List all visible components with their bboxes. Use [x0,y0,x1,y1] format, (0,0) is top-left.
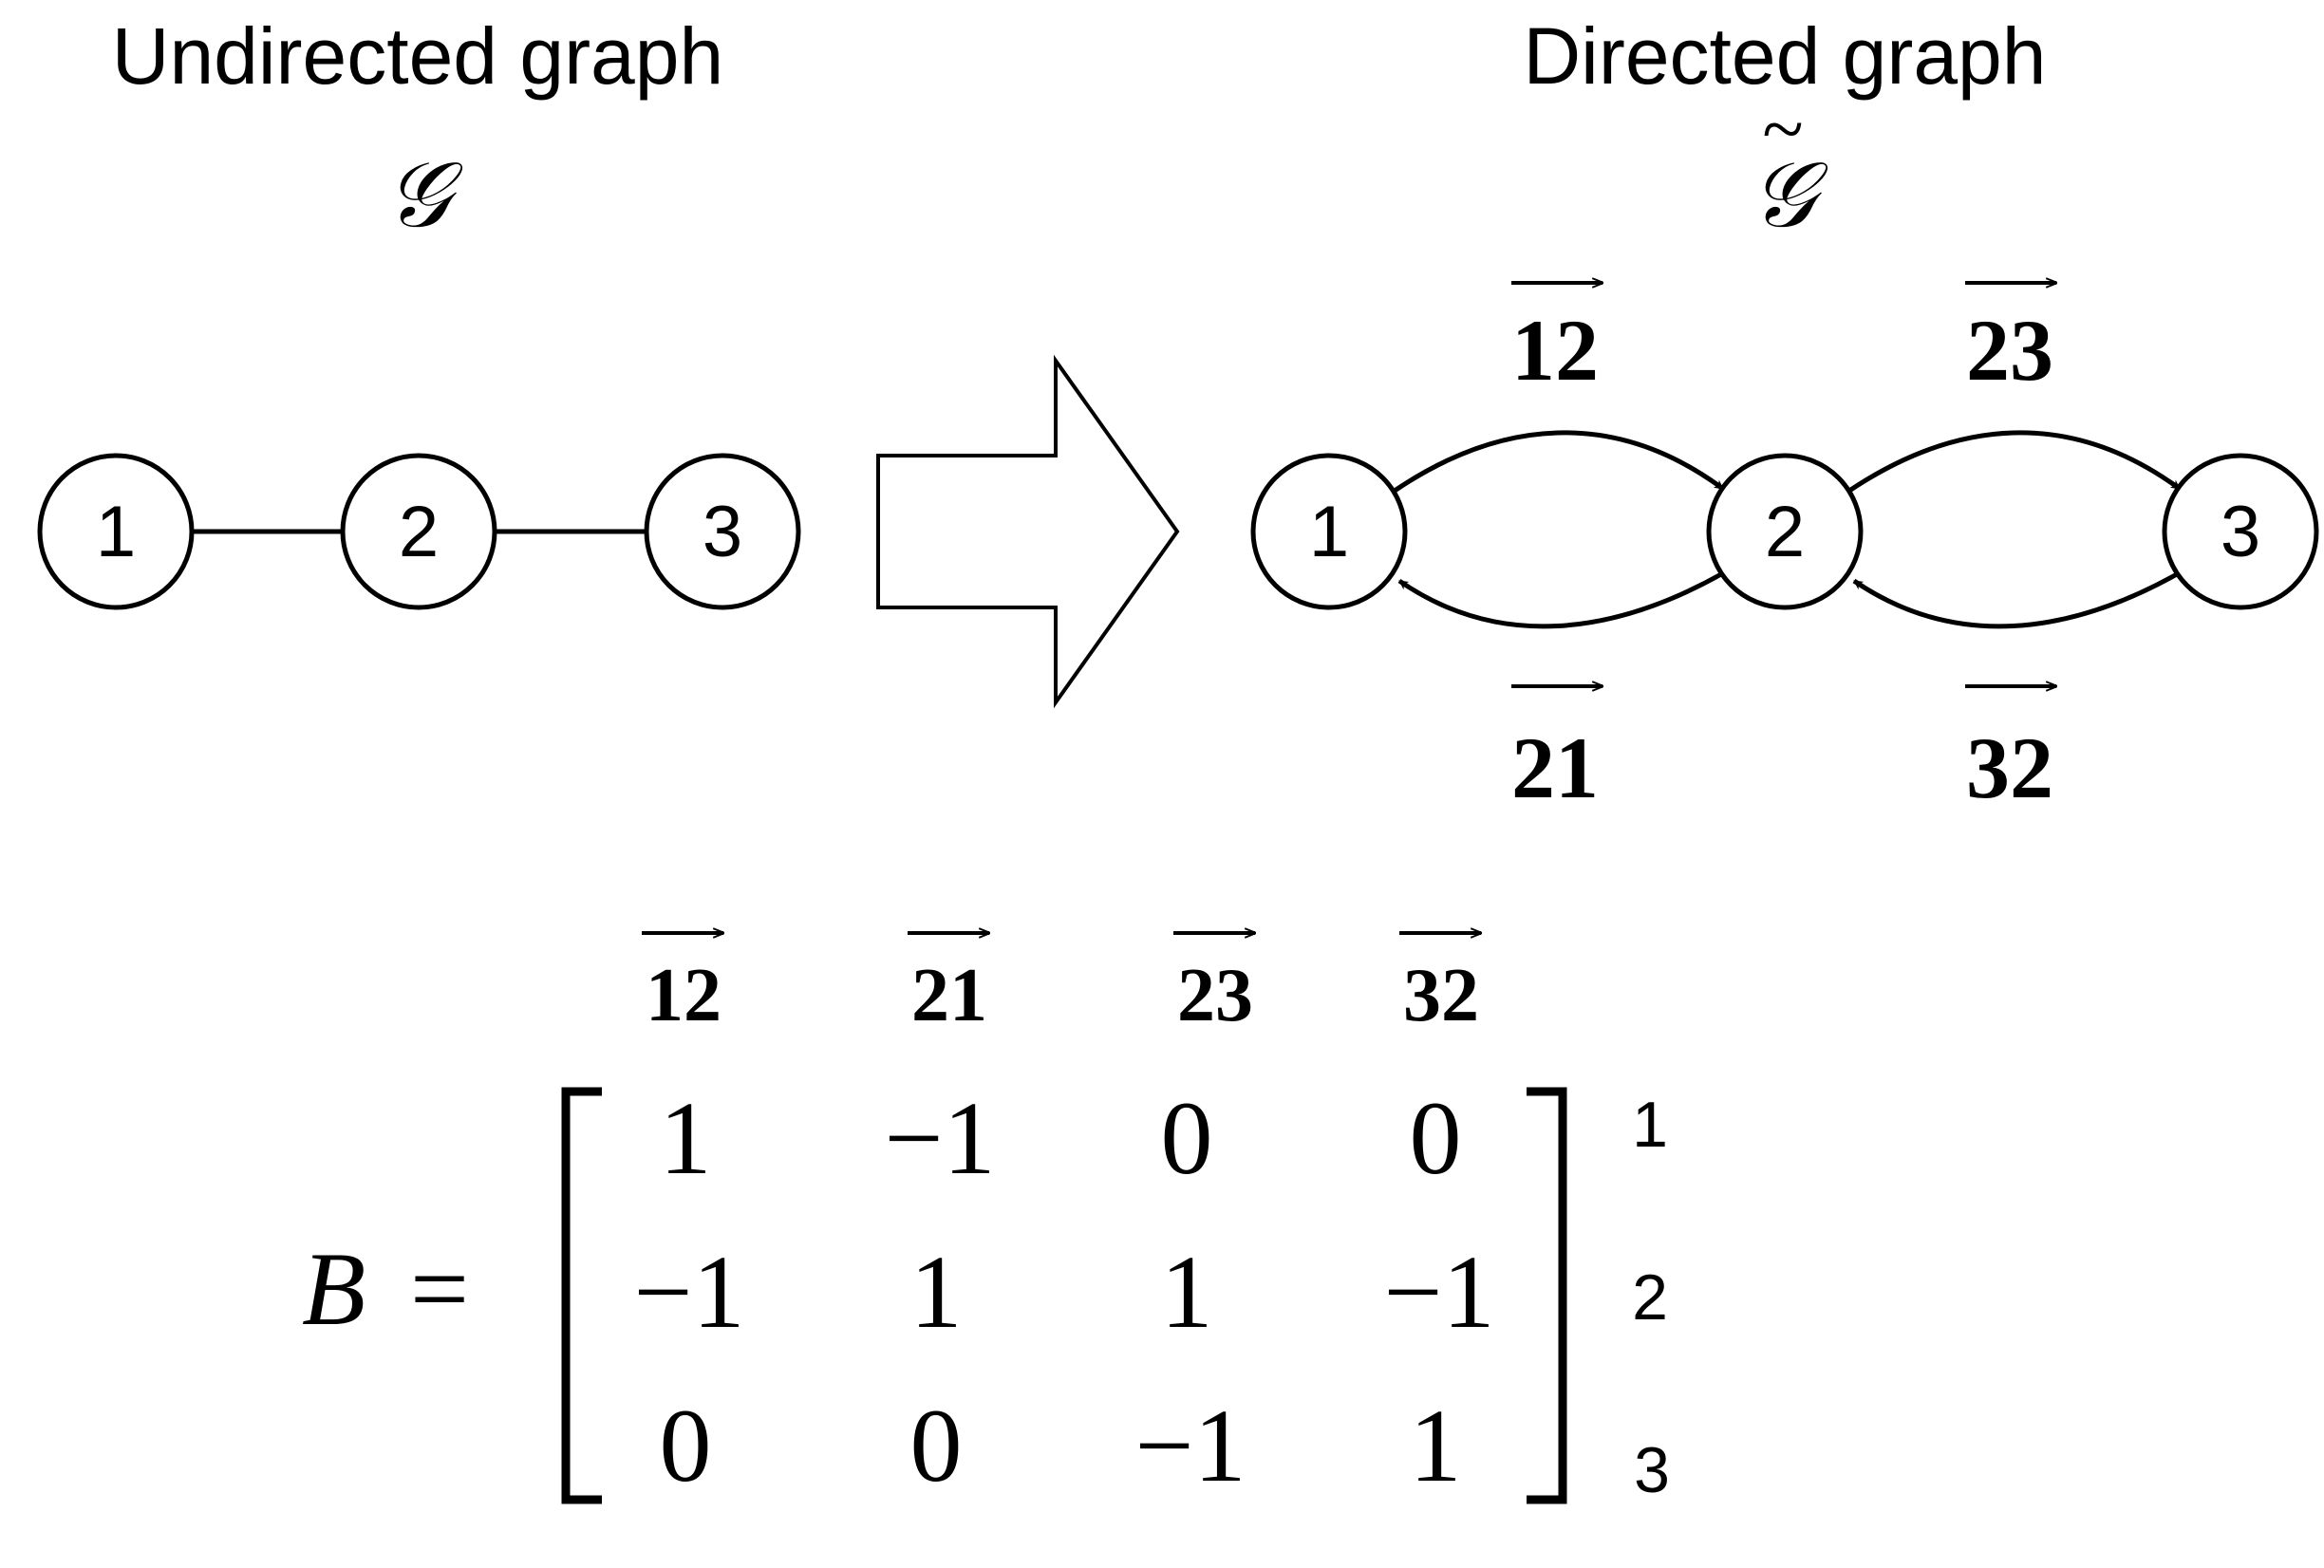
matrix-cell-r3-c3: −1 [1134,1388,1246,1503]
directed-node-1-label: 1 [1309,492,1349,572]
directed-graph-panel: Directed graph ~ 𝒢 12 21 23 32 1 [1250,11,2319,816]
undirected-graph-symbol: 𝒢 [385,144,463,246]
edge-label-21-text: 21 [1511,719,1599,816]
matrix-name: B [302,1231,365,1347]
edge-label-32: 32 [1965,686,2056,816]
undirected-node-2-label: 2 [399,492,439,572]
incidence-matrix: B = 12 21 23 32 1 −1 0 0 −1 1 1 −1 [302,933,1670,1506]
matrix-col-header-23: 23 [1173,933,1255,1037]
directed-node-3-label: 3 [2221,492,2260,572]
matrix-cell-r2-c1: −1 [633,1234,744,1350]
matrix-row-label-2: 2 [1632,1261,1668,1334]
edge-label-21: 21 [1511,686,1602,816]
matrix-equals: = [410,1231,469,1347]
edge-label-23: 23 [1965,283,2056,399]
undirected-node-1-label: 1 [96,492,136,572]
undirected-node-1: 1 [37,453,195,610]
matrix-col-header-12-text: 12 [646,954,722,1037]
matrix-cell-r3-c1: 0 [660,1388,712,1503]
matrix-cell-r3-c2: 0 [910,1388,963,1503]
edge-label-12: 12 [1511,283,1602,399]
directed-graph-title: Directed graph [1524,11,2047,101]
directed-node-1: 1 [1250,453,1408,610]
matrix-cell-r1-c2: −1 [884,1080,995,1196]
directed-edge-2-1 [1397,571,1723,629]
directed-node-3: 3 [2162,453,2319,610]
matrix-col-header-32: 32 [1399,933,1481,1037]
directed-node-2: 2 [1706,453,1864,610]
matrix-row-label-3: 3 [1634,1434,1670,1506]
matrix-cell-r2-c2: 1 [910,1234,963,1350]
undirected-node-2: 2 [340,453,497,610]
matrix-col-header-21: 21 [908,933,989,1037]
matrix-row-label-1: 1 [1632,1089,1668,1161]
matrix-cell-r3-c4: 1 [1410,1388,1462,1503]
matrix-cell-r2-c4: −1 [1383,1234,1494,1350]
matrix-cell-r1-c4: 0 [1410,1080,1462,1196]
directed-node-2-label: 2 [1765,492,1805,572]
matrix-cell-r1-c3: 0 [1161,1080,1213,1196]
directed-graph-symbol: 𝒢 [1751,144,1828,246]
edge-label-12-text: 12 [1511,302,1599,399]
matrix-cell-r1-c1: 1 [660,1080,712,1196]
matrix-left-bracket [561,1087,602,1504]
matrix-right-bracket [1527,1087,1567,1504]
directed-graph-symbol-tilde: ~ [1762,88,1803,172]
matrix-col-header-21-text: 21 [911,954,987,1037]
matrix-col-header-23-text: 23 [1177,954,1253,1037]
undirected-node-3-label: 3 [703,492,742,572]
directed-edge-1-2 [1393,430,1725,494]
directed-edge-3-2 [1852,571,2179,629]
edge-label-23-text: 23 [1966,302,2053,399]
undirected-graph-title: Undirected graph [112,11,723,101]
undirected-graph-panel: Undirected graph 𝒢 1 2 3 [37,11,801,610]
directed-edge-2-3 [1847,430,2182,494]
edge-label-32-text: 32 [1966,719,2053,816]
matrix-col-header-12: 12 [642,933,723,1037]
matrix-cell-r2-c3: 1 [1161,1234,1213,1350]
matrix-col-header-32-text: 32 [1403,954,1479,1037]
transformation-arrow-icon [876,354,1180,709]
undirected-node-3: 3 [644,453,801,610]
